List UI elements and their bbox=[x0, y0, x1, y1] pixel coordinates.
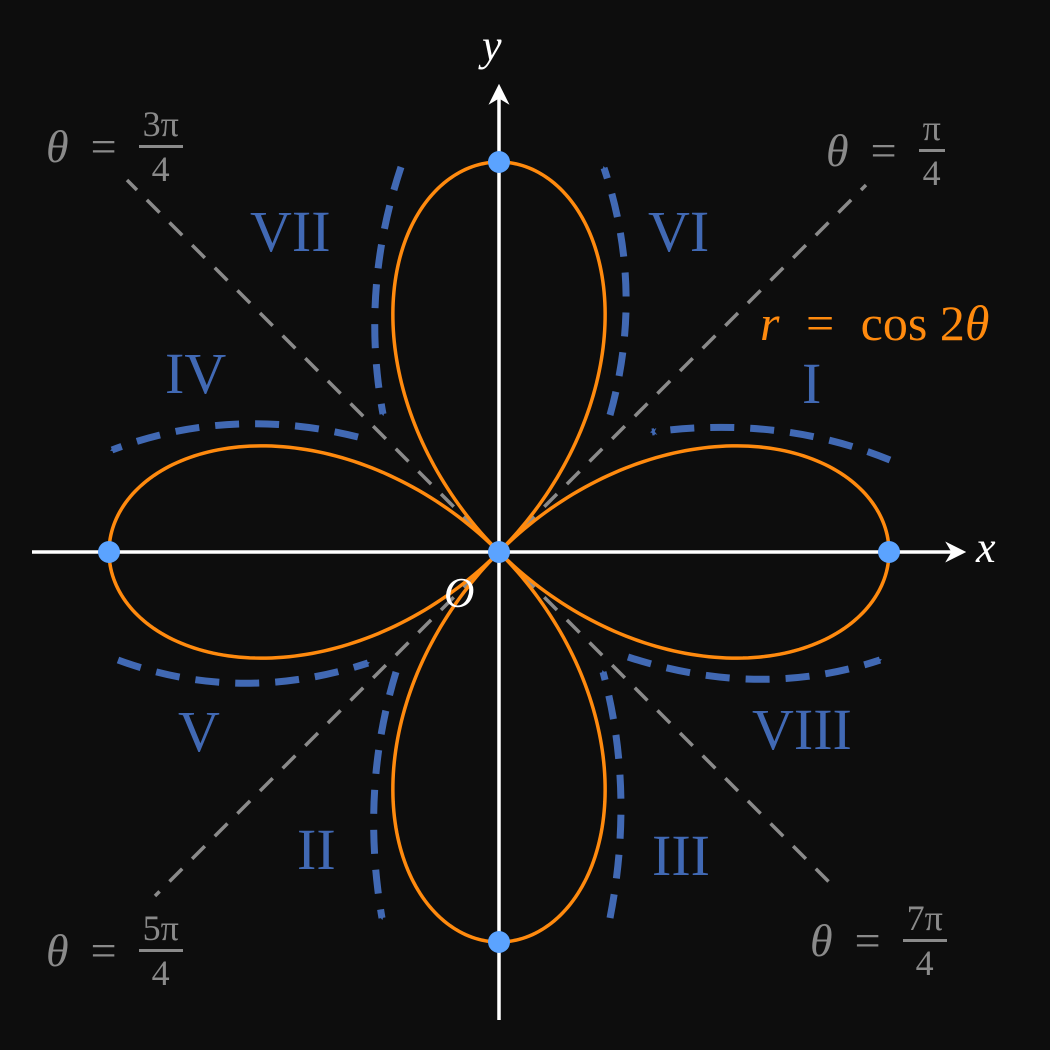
sweep-arrows bbox=[110, 165, 892, 921]
point-left bbox=[98, 541, 120, 563]
sweep-arrow-VIII bbox=[626, 653, 882, 683]
y-axis-label: y bbox=[482, 21, 502, 70]
origin-label: O bbox=[444, 571, 475, 617]
point-bottom bbox=[488, 931, 510, 953]
guide-line-pi4 bbox=[497, 183, 868, 554]
eq-equals: = bbox=[805, 295, 835, 351]
sweep-label-VII: VII bbox=[250, 199, 331, 264]
guide-line-5pi4 bbox=[153, 550, 501, 898]
sweep-label-II: II bbox=[297, 817, 336, 882]
guide-line-3pi4 bbox=[125, 178, 501, 554]
equation-label: r = cos 2θ bbox=[760, 294, 989, 352]
sweep-label-VI: VI bbox=[648, 199, 710, 264]
sweep-label-I: I bbox=[802, 351, 822, 416]
sweep-label-V: V bbox=[178, 699, 220, 764]
x-axis-label: x bbox=[976, 523, 996, 572]
guide-line-7pi4 bbox=[497, 550, 840, 893]
sweep-arrow-II bbox=[370, 670, 400, 921]
sweep-arrow-VII bbox=[371, 165, 405, 417]
sweep-label-III: III bbox=[652, 823, 710, 888]
eq-r: r bbox=[760, 295, 780, 351]
key-points bbox=[98, 151, 900, 953]
sweep-label-IV: IV bbox=[165, 341, 227, 406]
point-top bbox=[488, 151, 510, 173]
sweep-arrow-IV bbox=[110, 420, 359, 454]
sweep-arrow-VI bbox=[600, 166, 630, 416]
point-origin bbox=[488, 541, 510, 563]
sweep-arrow-III bbox=[599, 669, 625, 919]
point-right bbox=[878, 541, 900, 563]
eq-rhs: cos 2 bbox=[860, 295, 965, 351]
guide-lines bbox=[125, 178, 868, 898]
sweep-label-VIII: VIII bbox=[752, 697, 852, 762]
sweep-arrow-V bbox=[116, 656, 370, 687]
eq-theta: θ bbox=[964, 295, 990, 351]
sweep-arrow-I bbox=[649, 423, 892, 464]
